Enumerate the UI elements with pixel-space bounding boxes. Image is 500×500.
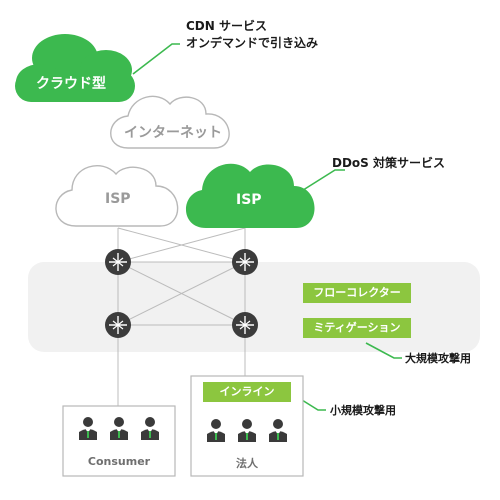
- cdn-service-line2: オンデマンドで引き込み: [186, 36, 319, 50]
- user-icon: [79, 417, 97, 440]
- isp-left-label: ISP: [105, 191, 131, 207]
- router-2: [232, 249, 258, 275]
- mitigation-box: ミティゲーション: [303, 318, 411, 338]
- small-scale-attack-label: 小規模攻撃用: [330, 404, 396, 417]
- internet-label: インターネット: [124, 125, 222, 141]
- consumer-user-icons: [79, 417, 159, 440]
- isp-right-cloud-shape: [185, 163, 315, 228]
- cdn-service-label: CDN サービス オンデマンドで引き込み: [186, 18, 318, 52]
- ddos-service-label: DDoS 対策サービス: [332, 156, 445, 170]
- isp-right-label: ISP: [236, 192, 262, 208]
- user-icon: [110, 417, 128, 440]
- large-scale-attack-label: 大規模攻撃用: [405, 352, 471, 365]
- user-icon: [269, 419, 287, 442]
- inline-box: インライン: [203, 382, 291, 402]
- isp-left-cloud-shape: [55, 165, 179, 227]
- user-icon: [238, 419, 256, 442]
- corporate-user-icons: [207, 419, 287, 442]
- cdn-service-line1: CDN サービス: [186, 19, 267, 33]
- router-3: [105, 312, 131, 338]
- flow-collector-box: フローコレクター: [303, 283, 411, 303]
- cloud-type-label: クラウド型: [36, 76, 106, 92]
- network-band: [28, 262, 480, 352]
- router-4: [232, 312, 258, 338]
- consumer-label: Consumer: [87, 455, 151, 468]
- internet-cloud-shape: [110, 95, 230, 149]
- corporate-label: 法人: [236, 457, 258, 470]
- router-1: [105, 249, 131, 275]
- cloud-type-shape: [15, 34, 135, 102]
- user-icon: [141, 417, 159, 440]
- user-icon: [207, 419, 225, 442]
